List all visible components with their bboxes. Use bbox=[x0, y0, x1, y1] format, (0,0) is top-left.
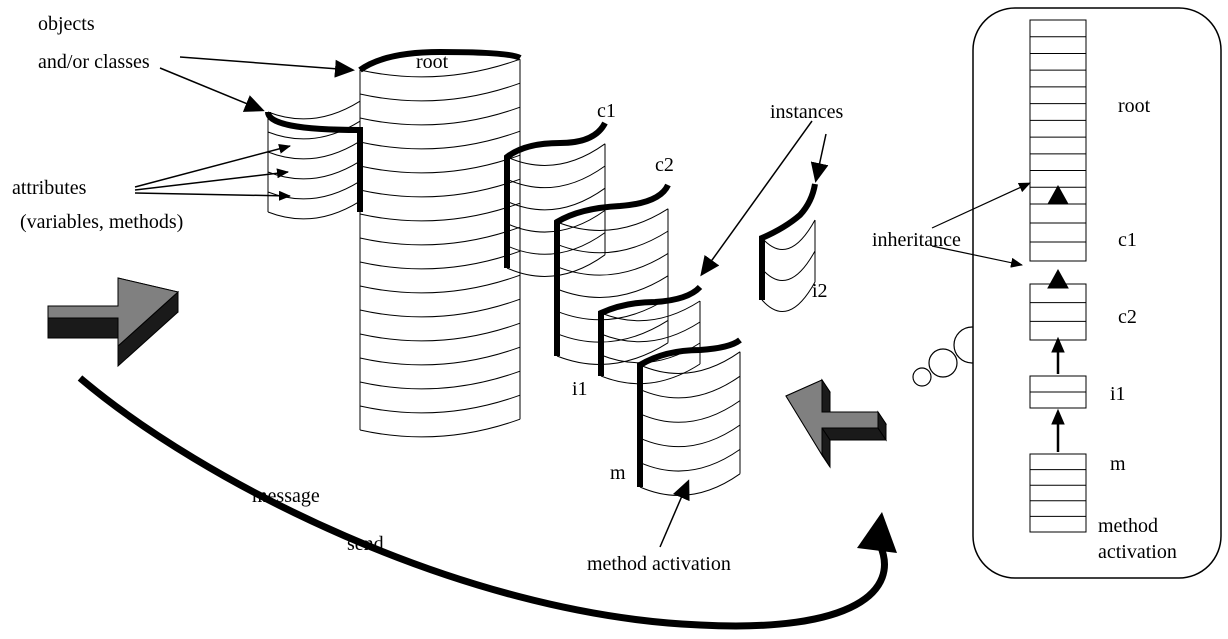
panel-label-root: root bbox=[1118, 95, 1151, 117]
panel-arrow-c2-c1-head bbox=[1047, 268, 1069, 289]
attr-arrow-1 bbox=[134, 143, 291, 188]
inheritance-panel bbox=[972, 7, 1222, 579]
inheritance-arrow-1 bbox=[931, 182, 1031, 229]
root-cylinder bbox=[359, 58, 521, 438]
message-send-arrowhead bbox=[857, 512, 897, 553]
m-cylinder bbox=[639, 351, 741, 496]
panel-stack-c2 bbox=[1029, 283, 1087, 341]
arrow-to-object bbox=[159, 67, 265, 112]
attr-arrow-3 bbox=[134, 190, 291, 201]
i1-back-outline bbox=[598, 284, 703, 376]
panel-label-c1: c1 bbox=[1118, 229, 1137, 251]
panel-stack-root bbox=[1029, 19, 1087, 205]
bold-outlines bbox=[265, 48, 818, 487]
label-message: message bbox=[252, 485, 320, 507]
thought-bubble-small bbox=[912, 367, 932, 387]
c1-back-outline bbox=[504, 121, 608, 268]
i2-cylinder bbox=[761, 219, 816, 313]
panel-arrow-i1-c2-head bbox=[1051, 336, 1065, 353]
message-send-arrow bbox=[77, 375, 888, 630]
panel-arrow-m-i1-head bbox=[1051, 408, 1065, 425]
block-arrow-right bbox=[785, 378, 887, 469]
label-instances: instances bbox=[770, 101, 844, 123]
label-and-or-classes: and/or classes bbox=[38, 51, 150, 73]
panel-stack-i1 bbox=[1029, 375, 1087, 409]
attr-arrow-2 bbox=[134, 168, 289, 191]
panel-label-method: method bbox=[1098, 515, 1158, 537]
arrow-to-i1 bbox=[700, 120, 813, 277]
block-arrow-left bbox=[47, 277, 180, 368]
label-c1: c1 bbox=[597, 100, 616, 122]
label-c2: c2 bbox=[655, 154, 674, 176]
i1-cylinder bbox=[600, 300, 701, 385]
arrow-to-i2 bbox=[810, 133, 829, 183]
label-objects: objects bbox=[38, 13, 95, 35]
panel-label-inheritance: inheritance bbox=[872, 229, 961, 251]
block-arrows bbox=[47, 277, 887, 469]
pointer-arrows bbox=[134, 56, 829, 548]
panel-arrow-c1-root-head bbox=[1047, 184, 1069, 205]
m-back-outline bbox=[637, 337, 742, 487]
labels: objects and/or classes attributes (varia… bbox=[12, 13, 1177, 575]
root-back-outline bbox=[358, 48, 522, 73]
thought-bubbles bbox=[912, 326, 991, 387]
object-back-outline bbox=[265, 111, 363, 212]
object-cylinder bbox=[267, 100, 361, 220]
label-variables-methods: (variables, methods) bbox=[20, 211, 183, 233]
thought-bubble-medium bbox=[928, 348, 958, 378]
panel-stack-m bbox=[1029, 453, 1087, 533]
inheritance-arrow-2 bbox=[931, 245, 1023, 268]
arrow-to-root bbox=[179, 56, 355, 78]
panel-label-i1: i1 bbox=[1110, 383, 1126, 405]
panel-arrows bbox=[931, 182, 1069, 452]
panel-label-activation: activation bbox=[1098, 541, 1177, 563]
label-i2: i2 bbox=[812, 280, 828, 302]
arrow-method-activation bbox=[659, 479, 690, 548]
label-root: root bbox=[416, 51, 449, 73]
label-attributes: attributes bbox=[12, 177, 87, 199]
label-send: send bbox=[347, 533, 384, 555]
label-m: m bbox=[610, 462, 626, 484]
label-method-activation: method activation bbox=[587, 553, 731, 575]
label-i1: i1 bbox=[572, 378, 588, 400]
i2-back-outline bbox=[759, 183, 818, 300]
panel-label-c2: c2 bbox=[1118, 306, 1137, 328]
c2-back-outline bbox=[554, 183, 671, 356]
cylinders-group bbox=[267, 58, 816, 496]
panel-label-m: m bbox=[1110, 453, 1126, 475]
panel-stack-c1 bbox=[1029, 203, 1087, 262]
panel-stacks bbox=[1029, 19, 1087, 533]
